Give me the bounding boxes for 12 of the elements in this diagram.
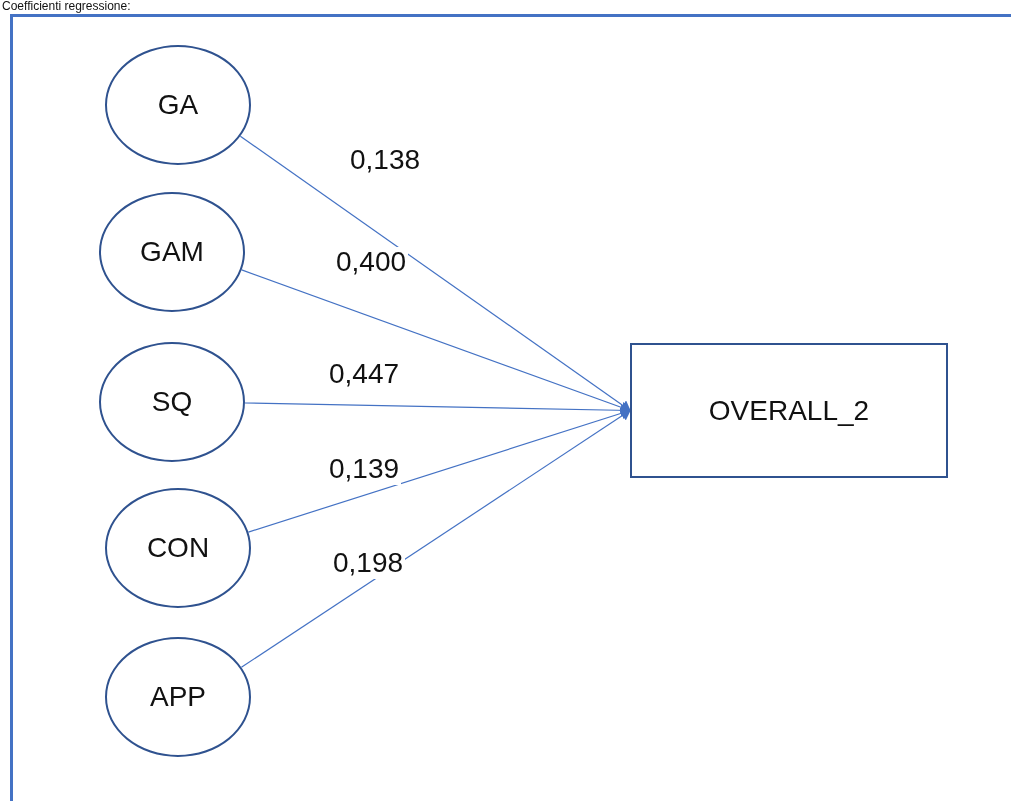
edge-label: 0,400 (334, 247, 409, 278)
arrow (241, 269, 631, 414)
variable-ellipse: GA (105, 45, 251, 165)
variable-ellipse: CON (105, 488, 251, 608)
title: Coefficienti regressione: (2, 0, 131, 14)
variable-ellipse: SQ (99, 342, 245, 462)
arrow (240, 409, 631, 668)
outcome-box: OVERALL_2 (630, 343, 948, 478)
variable-ellipse: APP (105, 637, 251, 757)
variable-ellipse: GAM (99, 192, 245, 312)
arrow (239, 135, 631, 412)
arrow (247, 407, 631, 533)
